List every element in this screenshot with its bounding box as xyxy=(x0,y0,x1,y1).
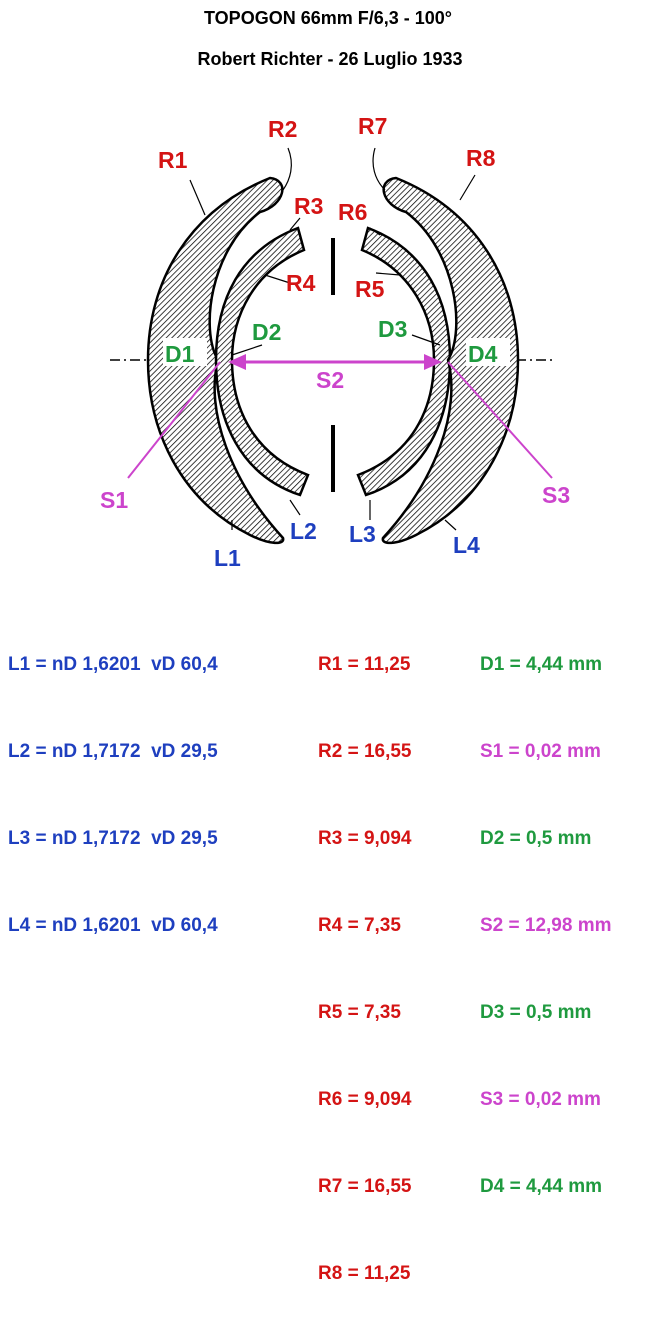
distance-spec-s3: S3 = 0,02 mm xyxy=(480,1089,601,1110)
label-r1: R1 xyxy=(158,147,188,173)
label-d1: D1 xyxy=(165,341,195,367)
label-l2: L2 xyxy=(290,518,317,544)
label-l3: L3 xyxy=(349,521,376,547)
s2-arrowhead-left xyxy=(228,354,246,370)
distance-spec-s1: S1 = 0,02 mm xyxy=(480,741,601,762)
leader-s3 xyxy=(447,361,553,479)
leader-s1 xyxy=(127,361,221,479)
distance-spec-d3: D3 = 0,5 mm xyxy=(480,1002,592,1023)
distance-spec-list: D1 = 4,44 mm S1 = 0,02 mm D2 = 0,5 mm S2… xyxy=(480,592,612,1230)
diagram-subtitle: Robert Richter - 26 Luglio 1933 xyxy=(197,49,463,69)
radius-spec-r2: R2 = 16,55 xyxy=(318,741,412,762)
label-s3: S3 xyxy=(542,482,570,508)
lens-l4-shape xyxy=(381,176,520,545)
label-d3: D3 xyxy=(378,316,407,342)
leader-r3 xyxy=(289,217,301,231)
radius-spec-r1: R1 = 11,25 xyxy=(318,654,411,675)
label-r5: R5 xyxy=(355,276,385,302)
leader-r2 xyxy=(282,147,292,191)
distance-spec-d2: D2 = 0,5 mm xyxy=(480,828,592,849)
leader-d2 xyxy=(231,344,263,356)
leader-l2 xyxy=(289,499,301,516)
lens-spec-list: L1 = nD 1,6201 vD 60,4 L2 = nD 1,7172 vD… xyxy=(8,592,218,969)
label-l1: L1 xyxy=(214,545,241,571)
leader-r5 xyxy=(375,272,401,276)
radius-spec-r8: R8 = 11,25 xyxy=(318,1263,411,1284)
radius-spec-r4: R4 = 7,35 xyxy=(318,915,401,936)
leader-l4 xyxy=(444,519,457,531)
lens-spec-l4: L4 = nD 1,6201 vD 60,4 xyxy=(8,915,218,936)
label-r7: R7 xyxy=(358,113,387,139)
label-r4: R4 xyxy=(286,270,316,296)
label-d4: D4 xyxy=(468,341,498,367)
label-d2: D2 xyxy=(252,319,281,345)
distance-spec-d1: D1 = 4,44 mm xyxy=(480,654,602,675)
radius-spec-r3: R3 = 9,094 xyxy=(318,828,412,849)
lens-l3-shape xyxy=(356,226,452,497)
lens-spec-l2: L2 = nD 1,7172 vD 29,5 xyxy=(8,741,218,762)
lens-l2-shape xyxy=(214,226,310,497)
label-l4: L4 xyxy=(453,532,480,558)
s2-arrowhead-right xyxy=(424,354,442,370)
leader-r1 xyxy=(189,179,206,216)
d4-label-bg xyxy=(466,338,510,366)
leader-r4 xyxy=(264,274,291,284)
label-s1: S1 xyxy=(100,487,128,513)
leader-r7 xyxy=(372,147,386,191)
lens-diagram: R1 R2 R3 R4 R5 R6 R7 R8 D1 D2 D3 D4 S1 S… xyxy=(100,113,570,571)
label-s2: S2 xyxy=(316,367,344,393)
distance-spec-s2: S2 = 12,98 mm xyxy=(480,915,612,936)
radius-spec-r7: R7 = 16,55 xyxy=(318,1176,412,1197)
leader-r6 xyxy=(369,227,381,236)
leader-r8 xyxy=(459,174,476,201)
label-r8: R8 xyxy=(466,145,496,171)
radius-spec-r5: R5 = 7,35 xyxy=(318,1002,401,1023)
d1-label-bg xyxy=(163,338,207,366)
radius-spec-list: R1 = 11,25 R2 = 16,55 R3 = 9,094 R4 = 7,… xyxy=(318,592,412,1317)
label-r6: R6 xyxy=(338,199,367,225)
distance-spec-d4: D4 = 4,44 mm xyxy=(480,1176,602,1197)
diagram-title: TOPOGON 66mm F/6,3 - 100° xyxy=(204,8,452,28)
label-r3: R3 xyxy=(294,193,323,219)
radius-spec-r6: R6 = 9,094 xyxy=(318,1089,412,1110)
lens-spec-l1: L1 = nD 1,6201 vD 60,4 xyxy=(8,654,218,675)
lens-spec-l3: L3 = nD 1,7172 vD 29,5 xyxy=(8,828,218,849)
label-r2: R2 xyxy=(268,116,297,142)
leader-d3 xyxy=(411,334,441,346)
